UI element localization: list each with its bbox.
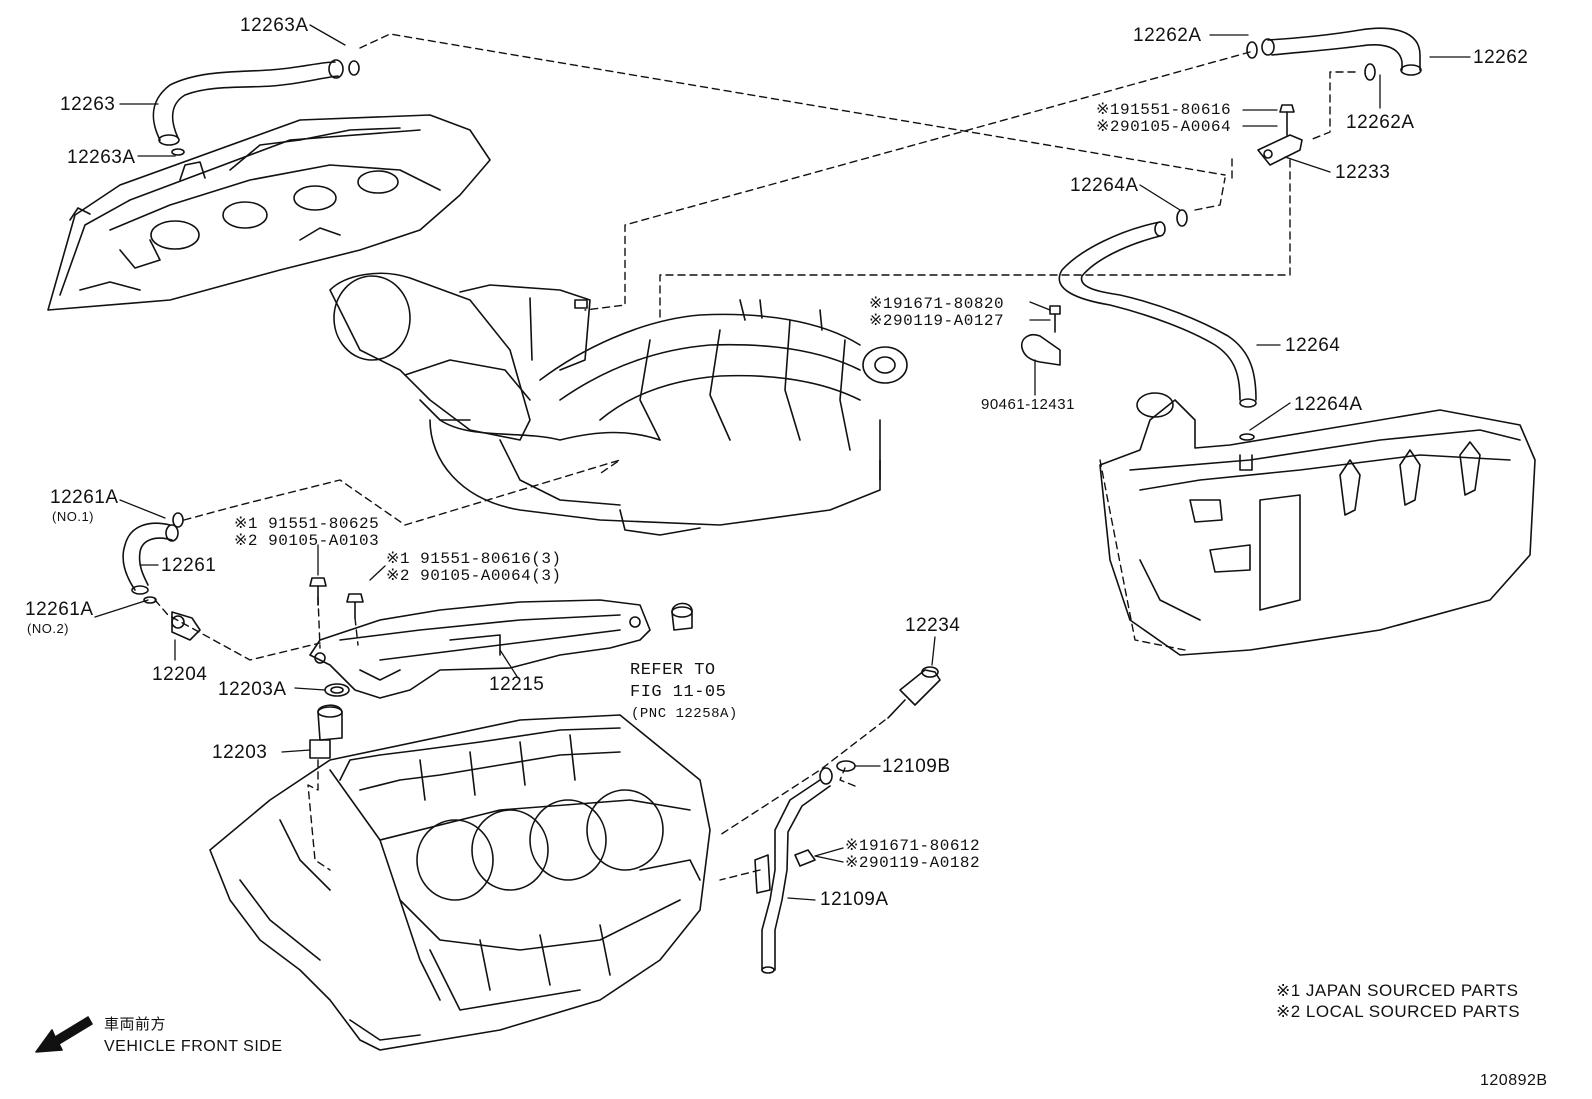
ref-91671-80820-line1: ※191671-80820 — [869, 295, 1005, 313]
left-cylinder-head-cover — [48, 115, 490, 310]
label-12264: 12264 — [1285, 335, 1341, 356]
ref-90119-A0182-line2: ※290119-A0182 — [845, 854, 981, 872]
hose-12261 — [123, 513, 183, 603]
bracket-12233 — [1258, 105, 1302, 165]
right-cylinder-head-cover — [1100, 393, 1535, 655]
label-12261A-no2: 12261A — [25, 599, 94, 620]
label-12203: 12203 — [212, 742, 268, 763]
fitting-12203 — [310, 705, 342, 758]
legend-local-sourced: ※2 LOCAL SOURCED PARTS — [1276, 1002, 1521, 1021]
label-12261: 12261 — [161, 555, 217, 576]
label-12262A-top: 12262A — [1133, 25, 1202, 46]
direction-label-jp: 車両前方 — [104, 1016, 167, 1033]
label-12109A: 12109A — [820, 889, 889, 910]
label-12264A-top: 12264A — [1070, 175, 1139, 196]
ref-90105-A0064-3-line2: ※2 90105-A0064(3) — [386, 567, 562, 585]
ref-90105-A0103-line2: ※2 90105-A0103 — [234, 532, 380, 550]
refer-note-line2: FIG 11-05 — [630, 683, 727, 702]
ref-91551-80625-line1: ※1 91551-80625 — [234, 515, 380, 533]
label-12204: 12204 — [152, 664, 208, 685]
qualifier-no1: (NO.1) — [52, 509, 94, 524]
hose-12262 — [1247, 28, 1421, 80]
label-12263A-top: 12263A — [240, 15, 309, 36]
refer-note-line3: (PNC 12258A) — [631, 706, 738, 722]
clip-90461 — [1022, 306, 1060, 365]
refer-note-line1: REFER TO — [630, 661, 716, 680]
label-12264A-bottom: 12264A — [1294, 394, 1363, 415]
ref-90119-A0127-line2: ※290119-A0127 — [869, 312, 1005, 330]
label-12203A: 12203A — [218, 679, 287, 700]
grommet-refer — [672, 603, 692, 630]
ref-91551-80616-line1: ※191551-80616 — [1096, 101, 1232, 119]
label-12262A-right: 12262A — [1346, 112, 1415, 133]
oil-separator-12215 — [310, 600, 650, 698]
qualifier-no2: (NO.2) — [27, 621, 69, 636]
label-12234: 12234 — [905, 615, 961, 636]
gasket-12203A — [325, 684, 349, 696]
label-12109B: 12109B — [882, 756, 951, 777]
label-12261A-no1: 12261A — [50, 487, 119, 508]
label-12233: 12233 — [1335, 162, 1391, 183]
hose-12264 — [1059, 210, 1256, 440]
baffle-bolts — [310, 578, 363, 618]
label-12215: 12215 — [489, 674, 545, 695]
hose-12263 — [153, 60, 359, 155]
illustration-number: 120892B — [1480, 1072, 1548, 1089]
legend-japan-sourced: ※1 JAPAN SOURCED PARTS — [1276, 981, 1519, 1000]
ref-91671-80612-line1: ※191671-80612 — [845, 837, 981, 855]
intake-plenum — [330, 273, 907, 535]
ref-91551-80616-3-line1: ※1 91551-80616(3) — [386, 550, 562, 568]
label-90461-12431: 90461-12431 — [981, 396, 1075, 413]
dashed-guide-lines — [155, 34, 1355, 880]
leader-lines — [95, 25, 1470, 900]
engine-block — [210, 715, 710, 1050]
label-12263: 12263 — [60, 94, 116, 115]
vehicle-front-arrow-icon — [36, 1017, 92, 1052]
label-12262: 12262 — [1473, 47, 1529, 68]
ref-90105-A0064-line2: ※290105-A0064 — [1096, 118, 1232, 136]
dipstick-guide-12234 — [755, 667, 940, 973]
pcv-valve-12204 — [172, 612, 200, 640]
label-12263A-bottom: 12263A — [67, 147, 136, 168]
direction-label-en: VEHICLE FRONT SIDE — [104, 1038, 283, 1055]
